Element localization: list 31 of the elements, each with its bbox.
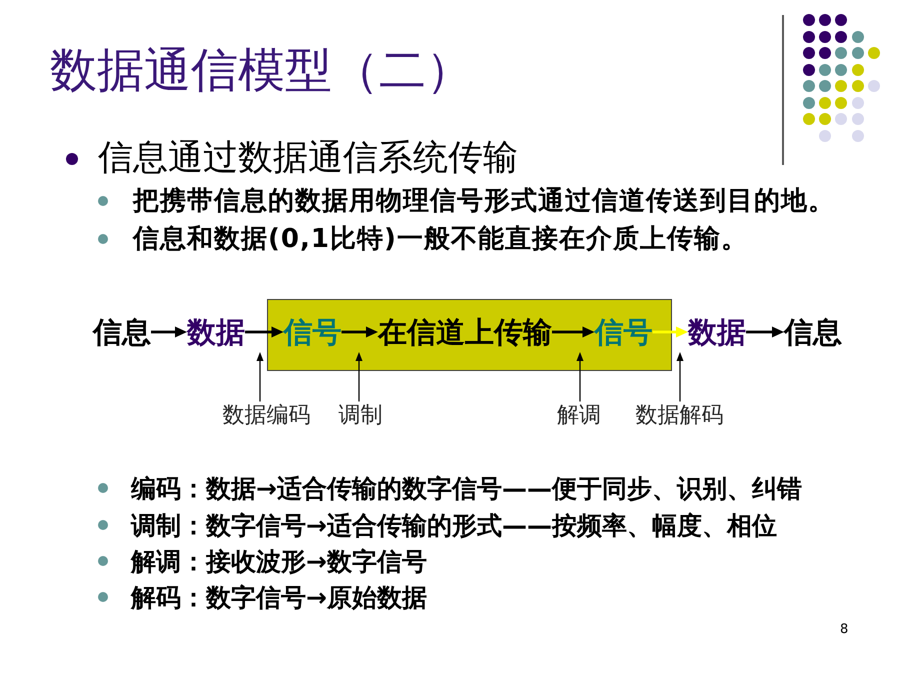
- bullet-text: 调制：数字信号→适合传输的形式——按频率、幅度、相位: [131, 512, 777, 538]
- flow-arrow: [746, 326, 784, 338]
- leader-arrow: [576, 352, 584, 402]
- slide-title: 数据通信模型（二）: [50, 46, 473, 94]
- leader-arrow: [256, 352, 264, 402]
- flow-text: 数据: [688, 318, 746, 346]
- flow-text: 数据: [187, 318, 245, 346]
- flow-arrow: [342, 326, 378, 338]
- page-number: 8: [840, 622, 848, 636]
- bullet-text: 把携带信息的数据用物理信号形式通过信道传送到目的地。: [133, 188, 835, 214]
- caption-text: 解调: [557, 402, 601, 430]
- flow-text: 信号: [594, 318, 652, 346]
- bullet-text: 信息和数据(0,1比特)一般不能直接在介质上传输。: [133, 226, 748, 252]
- flow-text: 信息: [93, 318, 151, 346]
- leader-arrow: [356, 352, 362, 402]
- bullet-text: 编码：数据→适合传输的数字信号——便于同步、识别、纠错: [131, 476, 802, 500]
- flow-arrow: [652, 326, 688, 338]
- flow-text: 信息: [784, 318, 842, 346]
- caption-text: 数据编码: [222, 402, 310, 430]
- flow-arrow: [552, 326, 594, 338]
- bullet-text: 解码：数字信号→原始数据: [131, 584, 427, 610]
- flow-arrow: [151, 326, 187, 338]
- bullet-text: 信息通过数据通信系统传输: [98, 141, 518, 176]
- channel-box: [267, 299, 672, 371]
- caption-text: 数据解码: [636, 402, 724, 430]
- flow-text: 在信道上传输: [378, 318, 552, 346]
- caption-text: 调制: [338, 402, 382, 430]
- flow-text: 信号: [284, 318, 342, 346]
- bullet-text: 解调：接收波形→数字信号: [131, 548, 427, 574]
- flow-arrow: [245, 326, 284, 338]
- leader-arrow: [676, 352, 684, 402]
